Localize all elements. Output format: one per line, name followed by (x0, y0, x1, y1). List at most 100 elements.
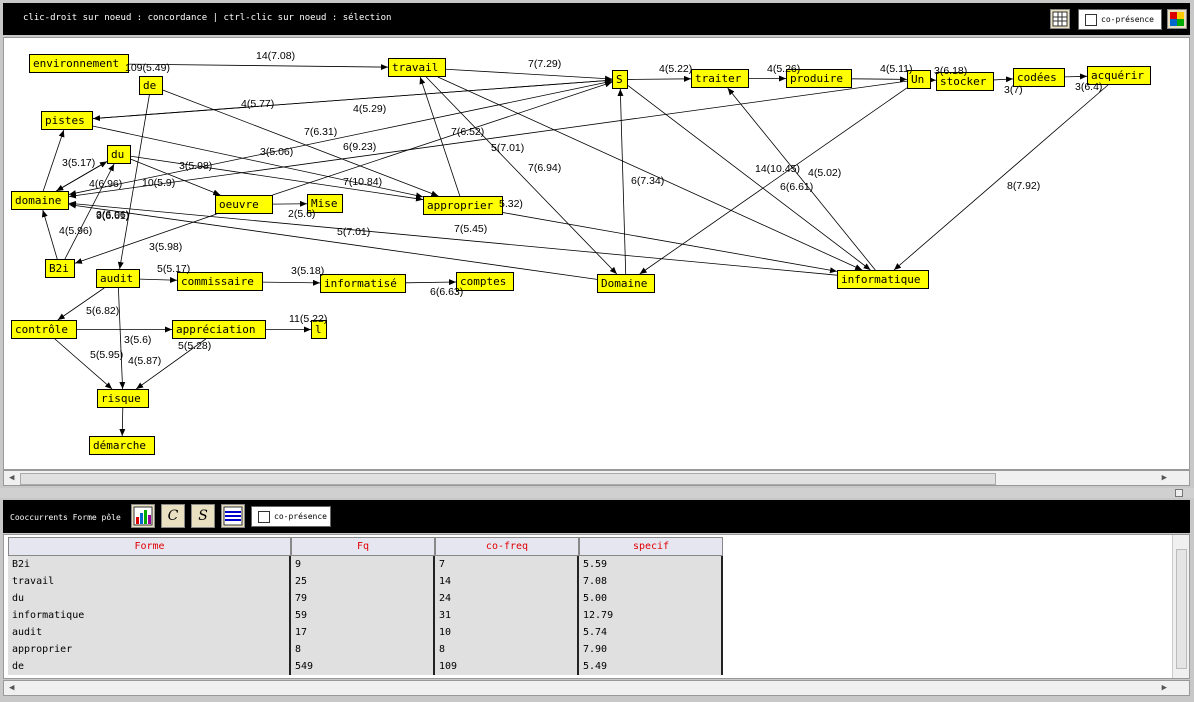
specificity-s-icon[interactable]: S (191, 504, 215, 528)
edge-label: 4(5.02) (808, 167, 842, 179)
edge-audit-commissaire (139, 277, 178, 284)
header-forme[interactable]: Forme (8, 537, 291, 556)
edge-approprier-informatique (502, 212, 838, 274)
table-cell: 25 (295, 576, 308, 587)
bar-chart-icon[interactable] (131, 504, 155, 528)
edge-acquerir-informatique (893, 84, 1109, 271)
scroll-right-icon[interactable]: ▶ (1161, 473, 1167, 483)
graph-node-approprier[interactable]: approprier (423, 196, 503, 215)
header-fq[interactable]: Fq (291, 537, 435, 556)
graph-node-informatique[interactable]: informatique (837, 270, 929, 289)
graph-node-risque[interactable]: risque (97, 389, 149, 408)
grid-view-icon[interactable] (1050, 9, 1070, 29)
table-cell[interactable]: B2i (12, 559, 31, 570)
graph-node-S[interactable]: S (612, 70, 628, 89)
edge-label: 3(6.4) (1075, 81, 1103, 93)
graph-node-acquerir[interactable]: acquérir (1087, 66, 1151, 85)
edge-label: 6(9.23) (343, 141, 377, 153)
edge-label: 4(6.96) (89, 178, 123, 190)
edge-label: 7(5.45) (454, 223, 488, 235)
table-vertical-scrollbar[interactable] (1172, 535, 1189, 678)
table-cell: 79 (295, 593, 308, 604)
table-cell[interactable]: informatique (12, 610, 85, 621)
graph-node-codees[interactable]: codées (1013, 68, 1065, 87)
graph-node-travail[interactable]: travail (388, 58, 446, 77)
graph-node-Domaine[interactable]: Domaine (597, 274, 655, 293)
edge-label: 5(7.01) (337, 226, 371, 238)
graph-node-informatise[interactable]: informatisé (320, 274, 406, 293)
color-palette-icon[interactable] (1167, 9, 1187, 29)
graph-node-de[interactable]: de (139, 76, 163, 95)
graph-node-appreciation[interactable]: appréciation (172, 320, 266, 339)
edge-informatique-traiter (727, 87, 876, 271)
graph-node-oeuvre[interactable]: oeuvre (215, 195, 273, 214)
checkbox-icon[interactable] (258, 511, 270, 523)
graph-node-comptes[interactable]: comptes (456, 272, 514, 291)
graph-node-l[interactable]: l (311, 320, 327, 339)
graph-node-produire[interactable]: produire (786, 69, 852, 88)
top-toolbar: clic-droit sur noeud : concordance | ctr… (3, 3, 1190, 35)
edge-label: 4(5.96) (59, 225, 93, 237)
graph-node-Mise[interactable]: Mise (307, 194, 343, 213)
graph-node-commissaire[interactable]: commissaire (177, 272, 263, 291)
table-cell[interactable]: approprier (12, 644, 73, 655)
scroll-thumb[interactable] (20, 473, 996, 485)
graph-node-controle[interactable]: contrôle (11, 320, 77, 339)
edge-S-traiter (627, 75, 692, 82)
scroll-right-icon[interactable]: ▶ (1161, 683, 1167, 693)
graph-node-environnement[interactable]: environnement (29, 54, 129, 73)
table-list-icon[interactable] (221, 504, 245, 528)
graph-node-du[interactable]: du (107, 145, 131, 164)
scroll-left-icon[interactable]: ◀ (9, 683, 15, 693)
graph-node-stocker[interactable]: stocker (936, 72, 994, 91)
edge-label: 4(5.22) (659, 63, 693, 75)
edge-label: 14(7.08) (256, 50, 296, 62)
table-cell: 7 (439, 559, 446, 570)
edge-audit-controle (57, 287, 105, 321)
help-message: clic-droit sur noeud : concordance | ctr… (23, 13, 392, 23)
table-cell: 10 (439, 627, 452, 638)
copresence-checkbox-panel[interactable]: co-présence (251, 506, 331, 527)
table-cell[interactable]: du (12, 593, 25, 604)
graph-node-demarche[interactable]: démarche (89, 436, 155, 455)
panel-splitter[interactable] (0, 488, 1194, 498)
graph-horizontal-scrollbar[interactable]: ◀ ▶ (3, 470, 1190, 486)
header-cofreq[interactable]: co-freq (435, 537, 579, 556)
edge-Un-domaine (68, 80, 908, 199)
header-specif[interactable]: specif (579, 537, 723, 556)
copresence-checkbox-top[interactable]: co-présence (1078, 9, 1162, 30)
edge-pistes-approprier (92, 125, 424, 199)
edge-domaine-pistes (42, 129, 65, 192)
edge-label: 7(10.84) (343, 176, 383, 188)
graph-node-Un[interactable]: Un (907, 70, 931, 89)
edge-label: 4(5.77) (241, 98, 275, 110)
splitter-grip-icon[interactable] (1175, 489, 1183, 497)
edge-oeuvre-S (272, 81, 613, 196)
edge-audit-risque (117, 287, 126, 390)
table-cell: 17 (295, 627, 308, 638)
scroll-thumb[interactable] (1176, 549, 1187, 669)
table-horizontal-scrollbar[interactable]: ◀ ▶ (3, 680, 1190, 696)
graph-node-traiter[interactable]: traiter (691, 69, 749, 88)
table-cell[interactable]: travail (12, 576, 55, 587)
graph-node-B2i[interactable]: B2i (45, 259, 75, 278)
graph-node-pistes[interactable]: pistes (41, 111, 93, 130)
graph-node-domaine[interactable]: domaine (11, 191, 69, 210)
table-cell[interactable]: audit (12, 627, 43, 638)
scroll-left-icon[interactable]: ◀ (9, 473, 15, 483)
graph-node-audit[interactable]: audit (96, 269, 140, 288)
table-cell[interactable]: de (12, 661, 25, 672)
edge-Domaine-S (617, 88, 627, 275)
edge-label: 5(7.01) (491, 142, 525, 154)
edge-label: 5(5.28) (178, 340, 212, 352)
checkbox-icon[interactable] (1085, 14, 1097, 26)
edge-B2i-du (64, 163, 115, 260)
edge-du-domaine (56, 161, 108, 192)
graph-edges (41, 63, 1109, 437)
concordance-c-icon[interactable]: C (161, 504, 185, 528)
edge-S-domaine (68, 80, 613, 196)
cooccurrents-table: Forme B2i travail du informatique audit appro… (3, 534, 1190, 679)
